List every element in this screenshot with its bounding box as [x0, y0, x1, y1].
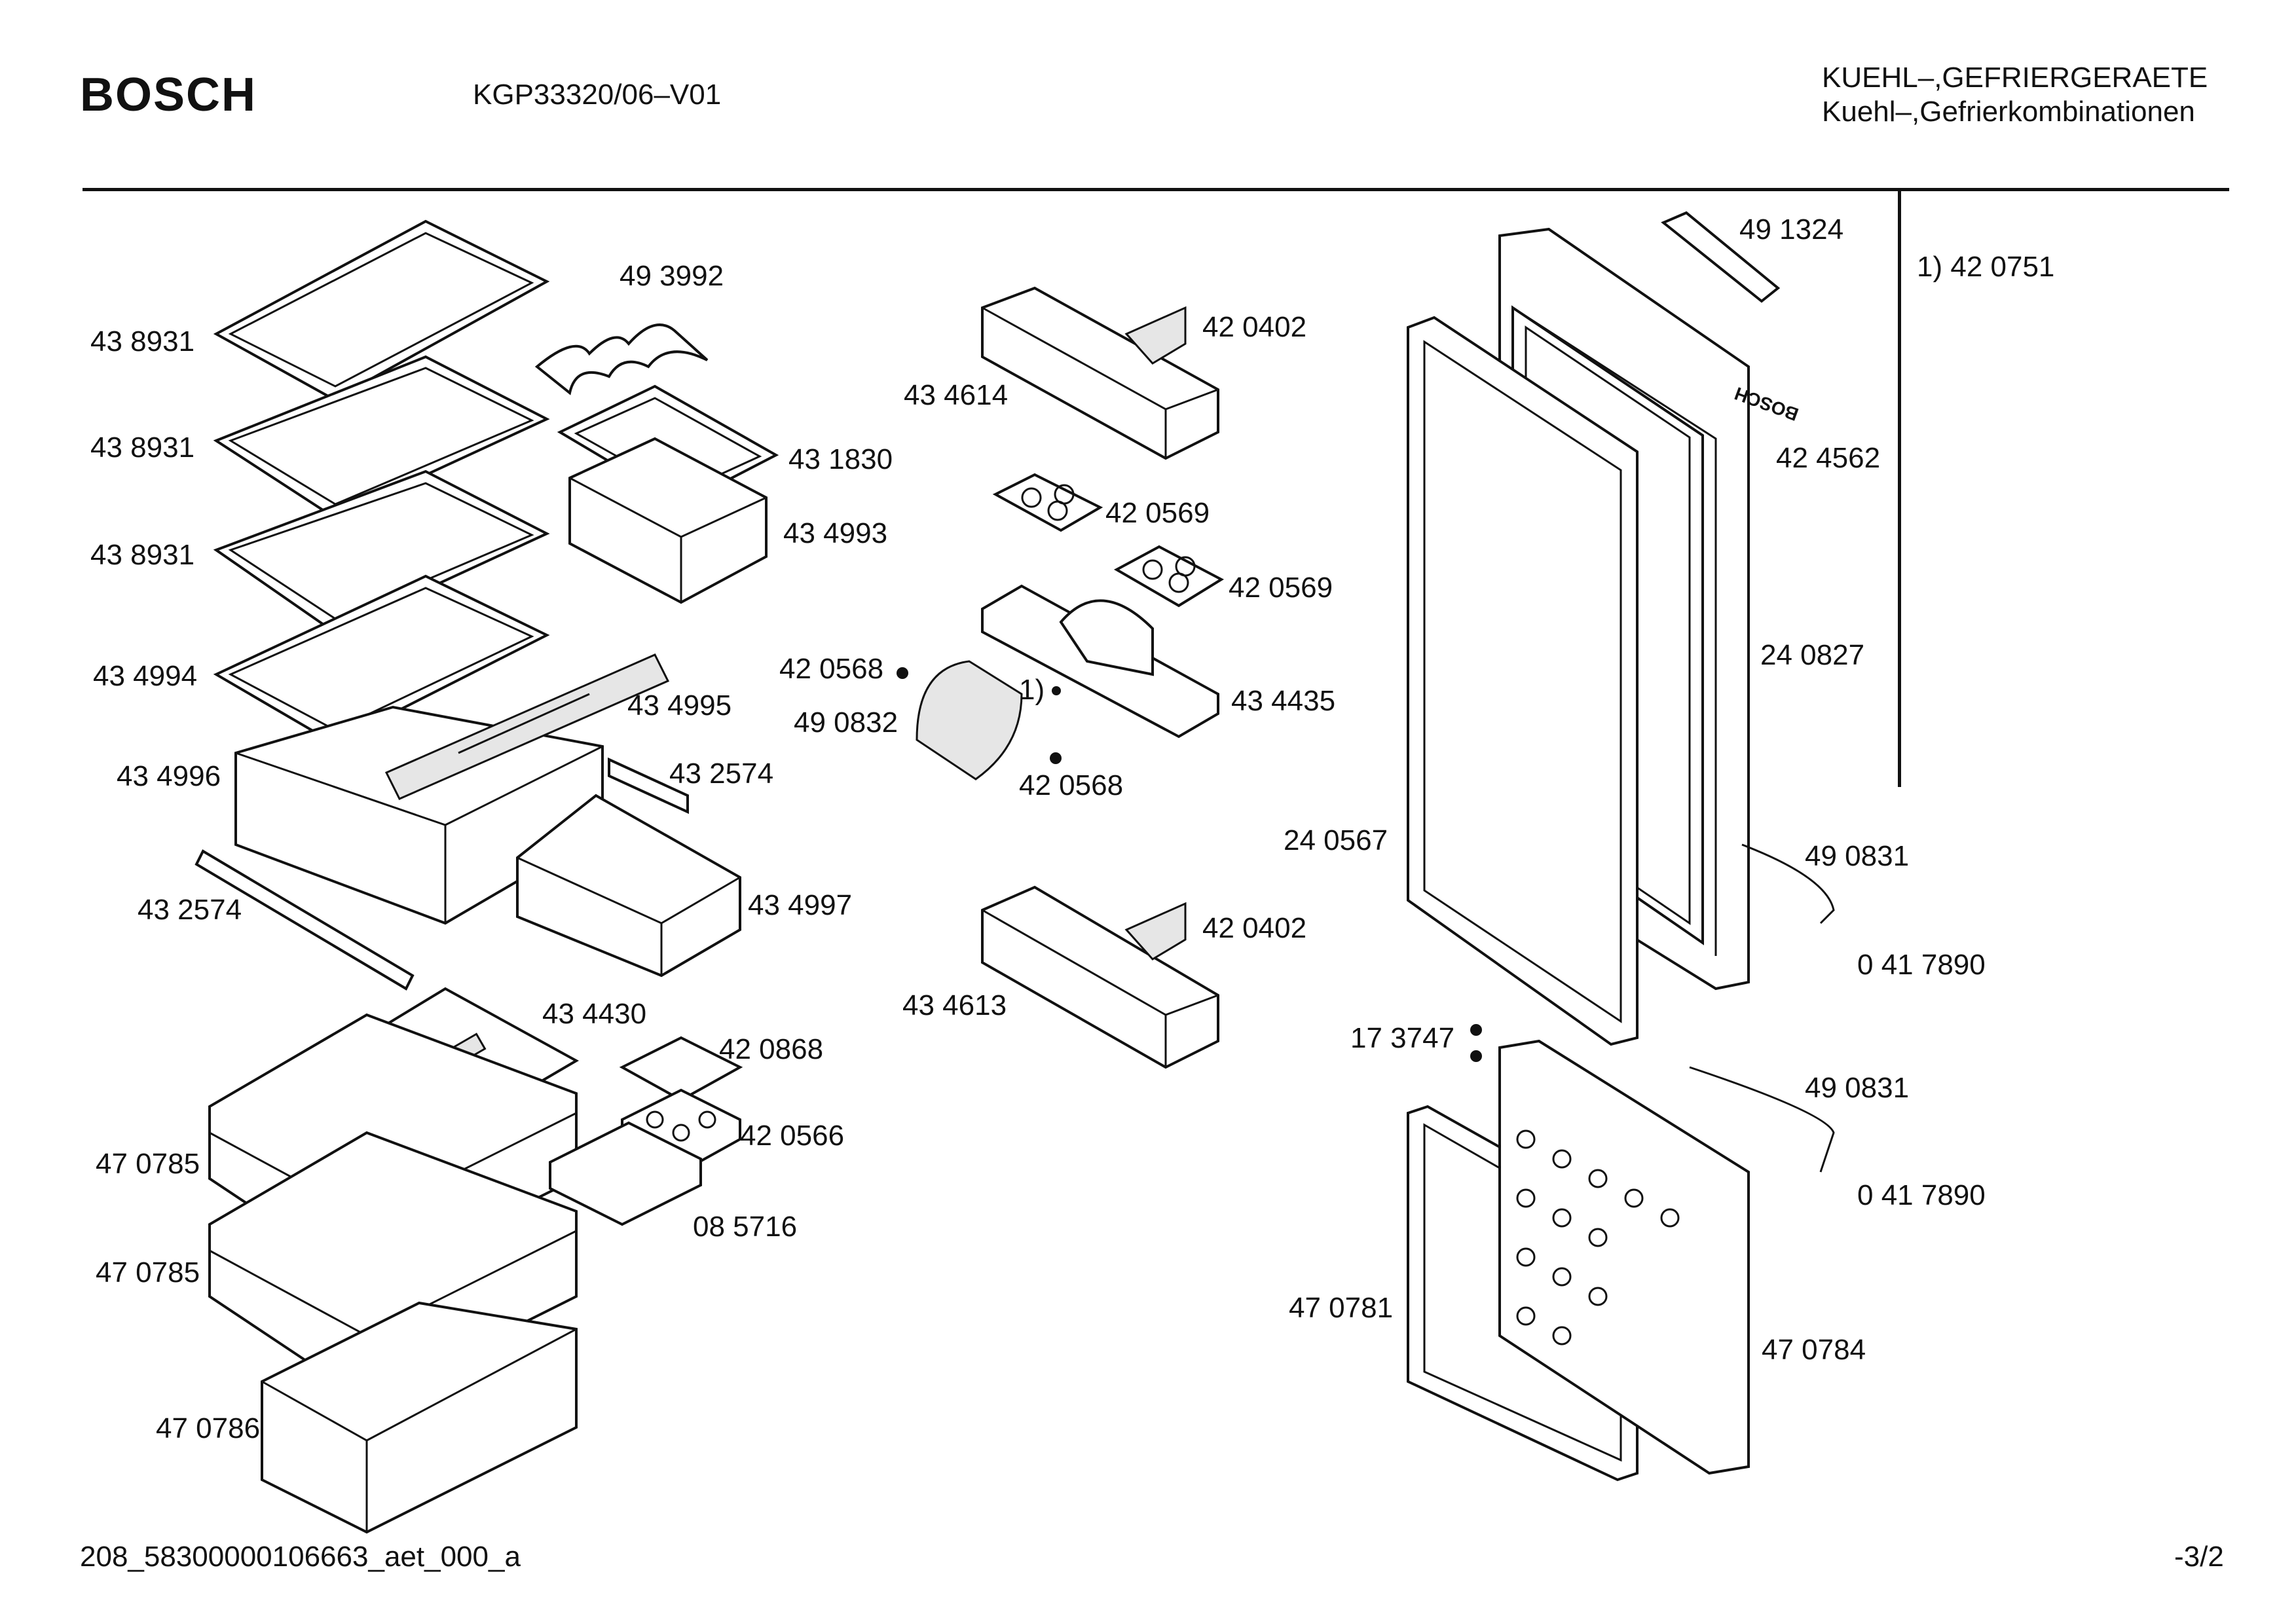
label-glass-shelf-1: 43 8931: [90, 325, 194, 357]
handle-top[interactable]: [1661, 211, 1781, 303]
label-freezer-drawer-2: 47 0785: [96, 1256, 200, 1289]
label-door-shelf-top: 43 4614: [904, 379, 1008, 411]
freezer-door[interactable]: [1498, 1039, 1750, 1475]
small-drawer[interactable]: [568, 437, 768, 604]
label-divider-bottom: 42 0402: [1202, 912, 1306, 944]
label-screw-top: 42 0568: [779, 653, 883, 685]
label-shelf-4: 43 4994: [93, 660, 197, 692]
glass-shelf-3[interactable]: [213, 469, 550, 634]
label-footnote-ref: 1): [1019, 674, 1045, 706]
ice-tray-lid[interactable]: [619, 1036, 743, 1102]
screws-mid[interactable]: [1470, 1024, 1482, 1062]
label-door-liner: 24 0827: [1760, 639, 1864, 671]
screw-bottom[interactable]: [1050, 752, 1062, 764]
label-crisper-cover: 43 4995: [627, 689, 731, 722]
freezer-drawer-bottom[interactable]: [261, 1301, 578, 1534]
label-freezer-lid: 43 4430: [542, 998, 646, 1030]
shelf-4[interactable]: [213, 574, 550, 745]
label-door-gasket: 24 0567: [1284, 824, 1388, 856]
label-freezer-drawer-bottom: 47 0786: [156, 1412, 260, 1444]
label-butter-flap: 49 0832: [794, 706, 898, 739]
label-drawer-frame: 43 1830: [788, 443, 893, 475]
label-cover-bottom: 0 41 7890: [1857, 1179, 1986, 1211]
label-handle-top: 49 1324: [1739, 213, 1843, 246]
label-ice-tray-lid: 42 0868: [719, 1033, 823, 1065]
hinge-bottom[interactable]: [1689, 1066, 1835, 1173]
brand-logo: BOSCH: [80, 69, 257, 121]
label-glass-shelf-3: 43 8931: [90, 539, 194, 571]
label-screw-bottom: 42 0568: [1019, 769, 1123, 801]
egg-tray-2[interactable]: [1113, 545, 1225, 608]
divider-bottom[interactable]: [1124, 902, 1187, 961]
label-freezer-gasket: 47 0781: [1289, 1292, 1393, 1324]
door-shelf-bottom[interactable]: [981, 885, 1219, 1069]
footnote-text: 1) 42 0751: [1917, 251, 2054, 283]
label-small-drawer: 43 4993: [783, 517, 887, 549]
label-egg-tray-2: 42 0569: [1229, 572, 1333, 604]
footnote-screw[interactable]: [1052, 686, 1061, 695]
rail-left[interactable]: [194, 849, 415, 991]
document-id: 208_58300000106663_aet_000_a: [80, 1541, 521, 1573]
page-number: -3/2: [2174, 1541, 2224, 1573]
label-egg-tray-1: 42 0569: [1105, 497, 1210, 529]
label-cold-pack: 08 5716: [693, 1211, 797, 1243]
label-divider-top: 42 0402: [1202, 311, 1306, 343]
glass-shelf-1[interactable]: [213, 219, 550, 401]
butter-flap[interactable]: [916, 660, 1023, 780]
door-gasket[interactable]: [1407, 316, 1639, 1046]
label-glass-shelf-2: 43 8931: [90, 431, 194, 464]
footnote-divider: [1898, 188, 1901, 787]
door-shelf-top[interactable]: [981, 286, 1219, 460]
category-subtitle: Kuehl–,Gefrierkombinationen: [1822, 96, 2195, 128]
crisper-cover[interactable]: [384, 653, 670, 800]
category-title: KUEHL–,GEFRIERGERAETE: [1822, 62, 2208, 94]
label-crisper-box: 43 4997: [748, 889, 852, 921]
label-cover-top: 0 41 7890: [1857, 949, 1986, 981]
label-freezer-drawer-1: 47 0785: [96, 1148, 200, 1180]
label-door-shelf-bottom: 43 4613: [902, 989, 1007, 1021]
label-rail-right: 43 2574: [669, 758, 773, 790]
butter-shelf[interactable]: [981, 584, 1219, 739]
label-hinge-top: 49 0831: [1805, 840, 1909, 872]
label-freezer-door: 47 0784: [1762, 1334, 1866, 1366]
bottle-rack[interactable]: [534, 323, 709, 395]
label-screws-mid: 17 3747: [1350, 1022, 1454, 1054]
label-fridge-door: 42 4562: [1776, 442, 1880, 474]
rail-right[interactable]: [608, 757, 689, 815]
egg-tray-1[interactable]: [992, 473, 1103, 532]
screw-top[interactable]: [897, 667, 908, 679]
label-butter-shelf: 43 4435: [1231, 685, 1335, 717]
model-number: KGP33320/06–V01: [473, 79, 722, 111]
cold-pack[interactable]: [549, 1121, 702, 1226]
label-ice-tray: 42 0566: [740, 1120, 844, 1152]
glass-shelf-2[interactable]: [213, 355, 550, 519]
label-bottle-rack: 49 3992: [620, 260, 724, 292]
label-hinge-bottom: 49 0831: [1805, 1072, 1909, 1104]
divider-top[interactable]: [1124, 306, 1187, 365]
label-rail-left: 43 2574: [138, 894, 242, 926]
crisper-box[interactable]: [516, 794, 741, 978]
label-crisper-drawer: 43 4996: [117, 760, 221, 792]
header-divider: [83, 188, 2229, 191]
hinge-top[interactable]: [1741, 843, 1835, 925]
